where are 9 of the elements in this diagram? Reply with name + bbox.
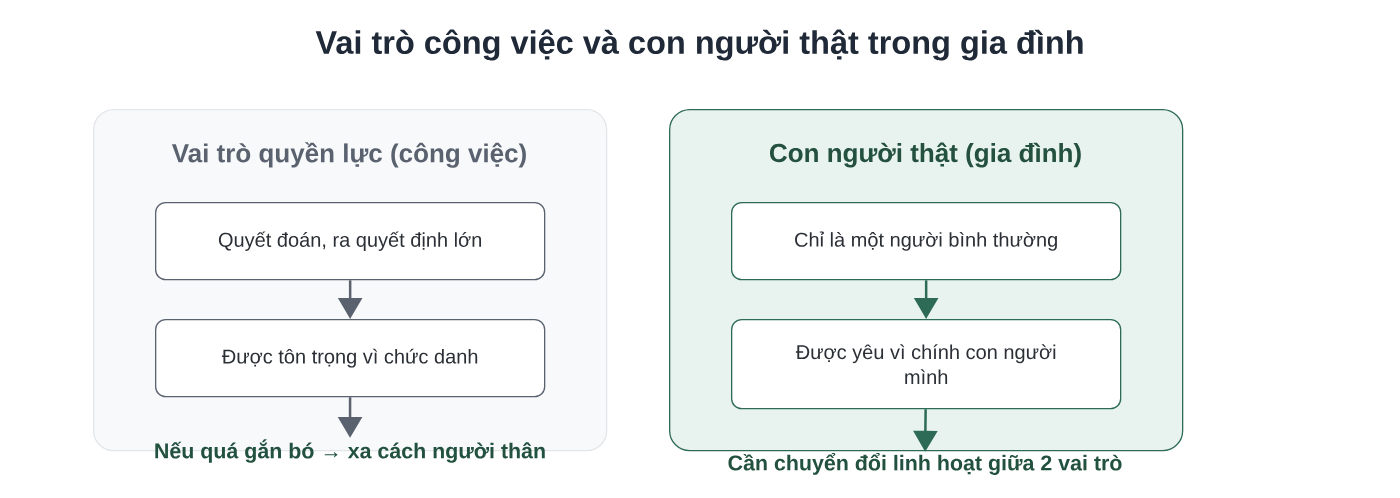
panel-heading: Vai trò quyền lực (công việc) <box>171 142 526 168</box>
note-text: Cần chuyển đổi linh hoạt giữa 2 vai trò <box>728 453 1122 475</box>
process-box: Quyết đoán, ra quyết định lớn <box>155 202 546 281</box>
note-text: Nếu quá gắn bó → xa cách người thân <box>155 439 545 463</box>
panel-heading: Con người thật (gia đình) <box>770 142 1081 168</box>
process-box: Chỉ là một người bình thường <box>731 202 1122 281</box>
title: Vai trò công việc và con người thật trong gia đình <box>315 29 1083 61</box>
process-box: Được yêu vì chính con người mình <box>731 319 1122 410</box>
process-box: Được tôn trọng vì chức danh <box>155 319 546 398</box>
